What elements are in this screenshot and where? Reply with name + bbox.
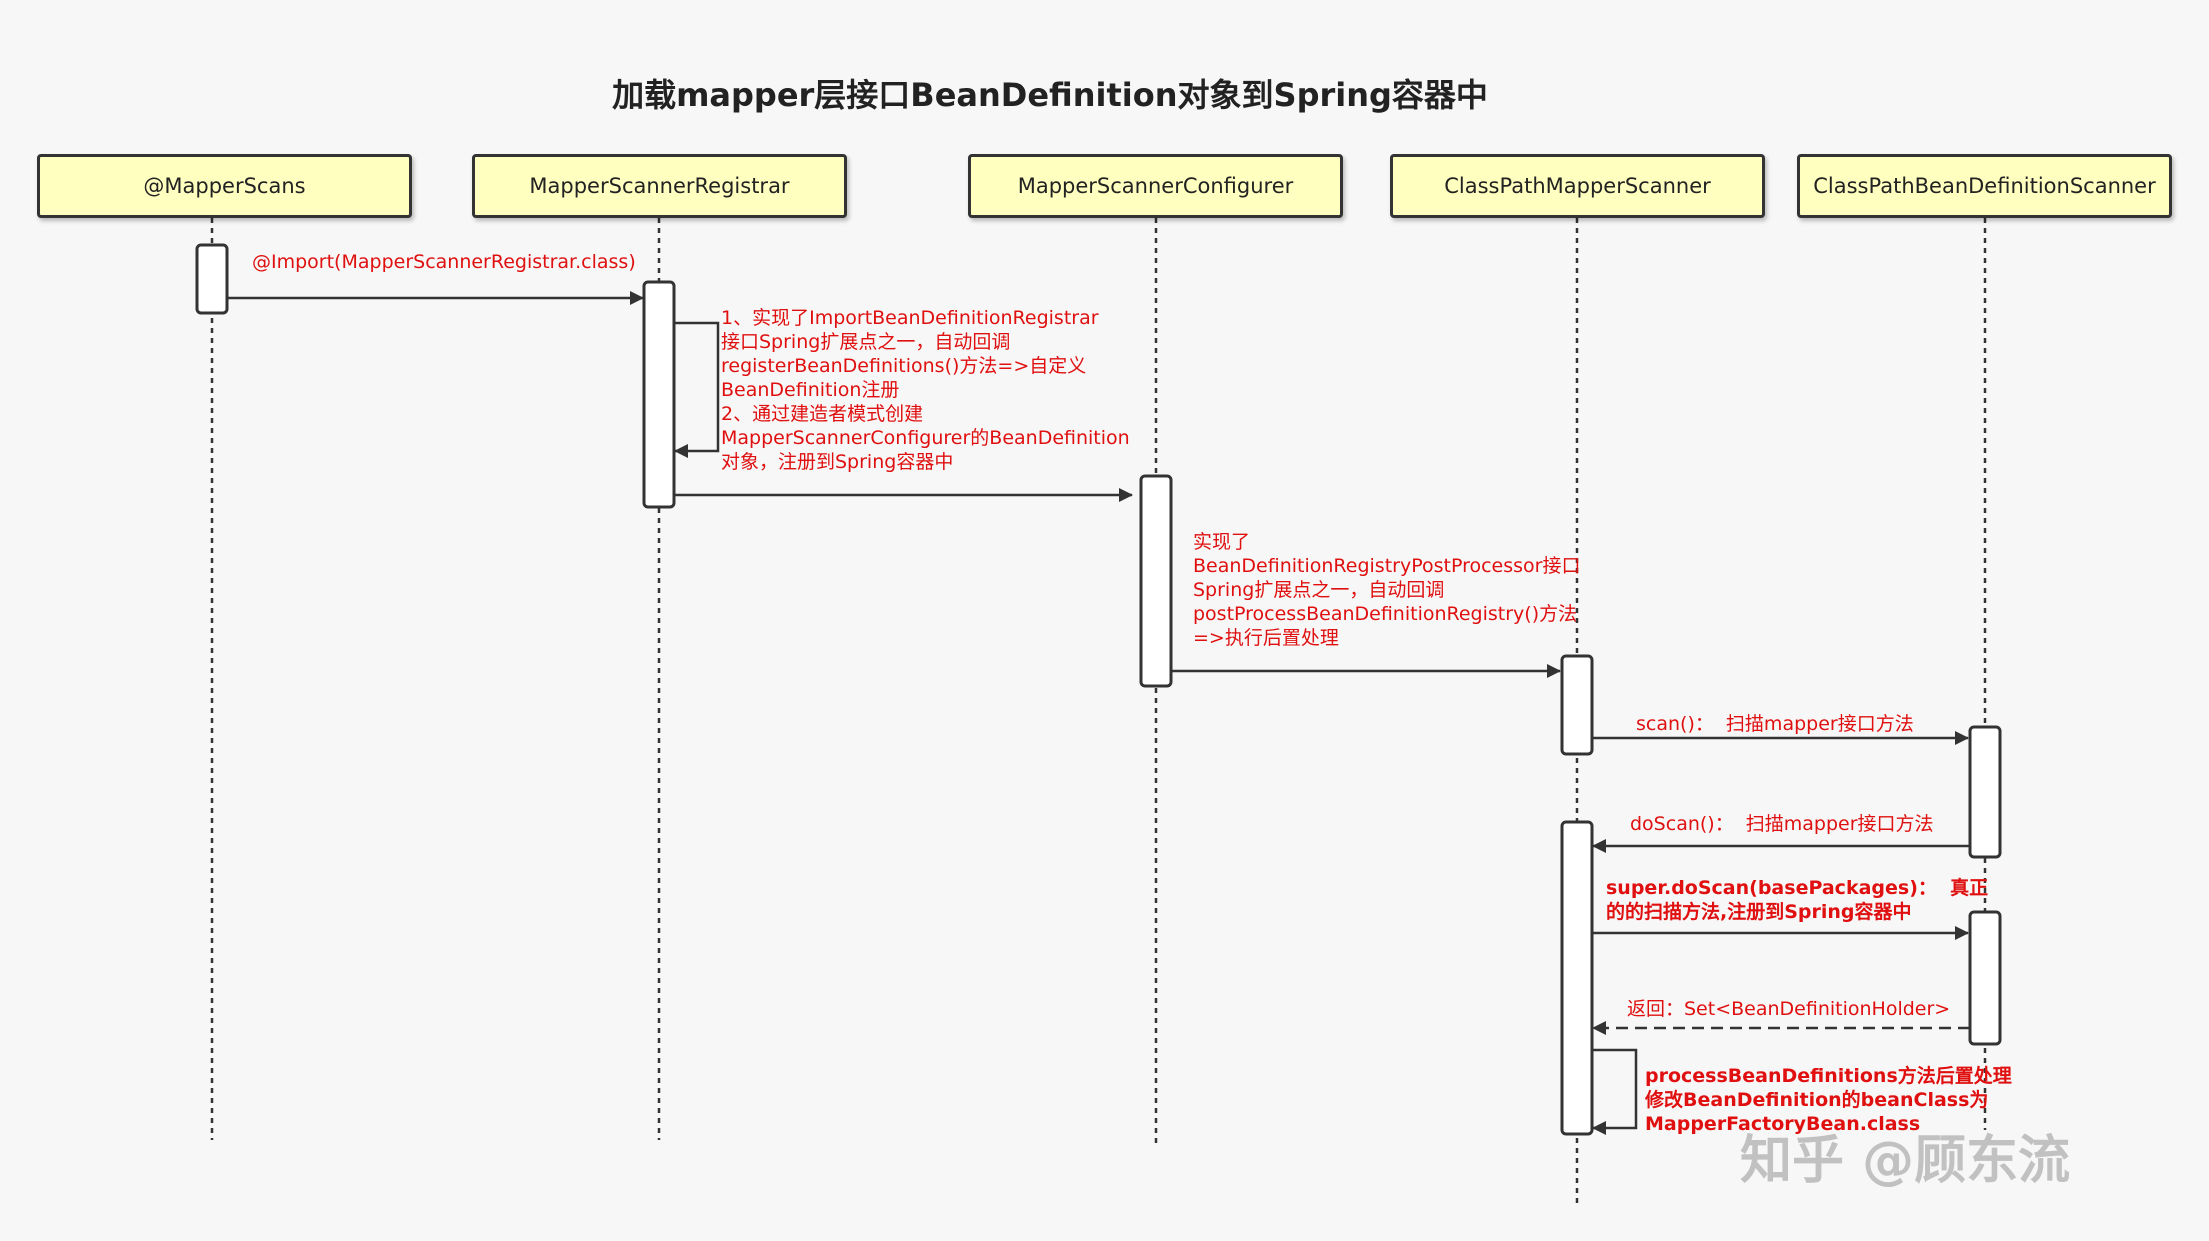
- message-import: @Import(MapperScannerRegistrar.class): [252, 251, 636, 273]
- participant-registrar: MapperScannerRegistrar: [472, 154, 847, 218]
- activation-configurer: [1139, 474, 1173, 688]
- activation-scanner-1: [1560, 654, 1594, 756]
- message-return: 返回：Set<BeanDefinitionHolder>: [1627, 998, 1951, 1020]
- participant-classpathbeandefinitionscanner: ClassPathBeanDefinitionScanner: [1797, 154, 2172, 218]
- activation-mapperscans: [195, 243, 229, 315]
- note-registrar: 1、实现了ImportBeanDefinitionRegistrar 接口Spr…: [721, 307, 1130, 473]
- note-process: processBeanDefinitions方法后置处理 修改BeanDefin…: [1645, 1065, 2012, 1135]
- participant-mapperscans: @MapperScans: [37, 154, 412, 218]
- message-scan: scan()： 扫描mapper接口方法: [1636, 713, 1914, 735]
- message-doscan: doScan()： 扫描mapper接口方法: [1630, 813, 1934, 835]
- diagram-title: 加载mapper层接口BeanDefinition对象到Spring容器中: [612, 76, 1488, 114]
- watermark: 知乎 @顾东流: [1740, 1131, 2071, 1191]
- activation-registrar: [642, 280, 676, 509]
- participant-configurer: MapperScannerConfigurer: [968, 154, 1343, 218]
- message-super-doscan: super.doScan(basePackages)： 真正 的的扫描方法,注册…: [1606, 877, 1989, 923]
- arrow-self-registrar: [674, 321, 720, 458]
- note-configurer: 实现了 BeanDefinitionRegistryPostProcessor接…: [1193, 531, 1581, 649]
- arrow-self-process: [1592, 1048, 1638, 1135]
- activation-bdscanner-2: [1968, 910, 2002, 1046]
- participant-classpathmapperscanner: ClassPathMapperScanner: [1390, 154, 1765, 218]
- activation-scanner-2: [1560, 820, 1594, 1136]
- activation-bdscanner-1: [1968, 725, 2002, 859]
